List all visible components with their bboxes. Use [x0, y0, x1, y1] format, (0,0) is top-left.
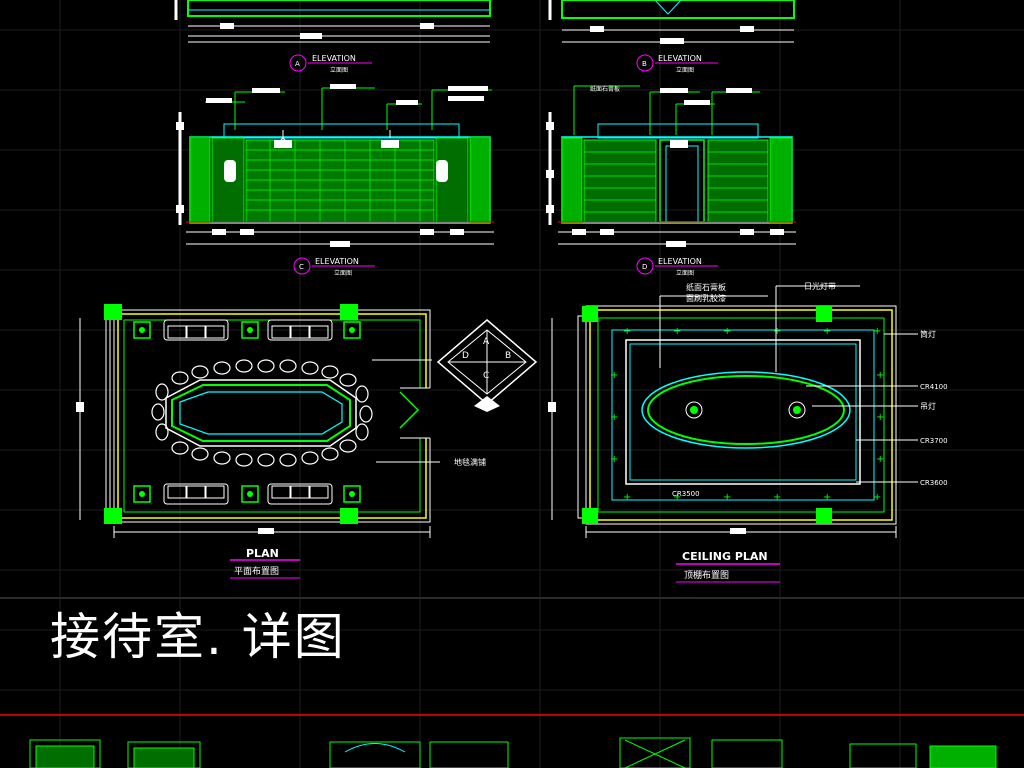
svg-text:+: +	[673, 326, 681, 337]
elevation-tag-label: ELEVATION	[658, 257, 702, 266]
elevation-tag-label: ELEVATION	[312, 54, 356, 63]
elevation-d-drawing: 纸面石膏板	[546, 85, 796, 247]
compass-symbol: A B C D	[436, 319, 538, 412]
svg-text:+: +	[623, 326, 631, 337]
svg-text:A: A	[295, 60, 300, 68]
svg-text:+: +	[610, 412, 618, 423]
ceiling-plan: + + + + + + + + + + + + + + + + + + 纸面石膏板 面刷乳胶漆 日光…	[548, 281, 948, 583]
ceiling-title-en: CEILING PLAN	[682, 550, 768, 563]
svg-text:+: +	[876, 412, 884, 423]
ceiling-note-downlight: 筒灯	[920, 329, 936, 339]
ceiling-note-pendant: 吊灯	[920, 401, 936, 411]
elevation-tag-label: ELEVATION	[658, 54, 702, 63]
ceiling-note-cr3500: CR3500	[672, 490, 700, 498]
ceiling-note-light-strip: 日光灯带	[804, 281, 836, 291]
plan-title-cn: 平面布置图	[234, 565, 279, 577]
svg-text:+: +	[823, 492, 831, 503]
elevation-tag-cn: 立面图	[676, 66, 694, 74]
svg-text:D: D	[642, 263, 647, 271]
svg-text:+: +	[873, 326, 881, 337]
compass-label-a: A	[483, 337, 490, 347]
svg-text:+: +	[610, 454, 618, 465]
elevation-d-note: 纸面石膏板	[590, 85, 620, 93]
svg-text:+: +	[823, 326, 831, 337]
drawing-title: 接待室. 详图	[50, 608, 346, 666]
ceiling-note-cr3600: CR3600	[920, 479, 948, 487]
svg-text:+: +	[623, 492, 631, 503]
compass-label-c: C	[483, 371, 489, 381]
elevation-tag-1: A ELEVATION 立面图	[289, 54, 372, 74]
ceiling-title-cn: 顶棚布置图	[684, 569, 729, 581]
elevation-a-partial	[174, 0, 491, 43]
ceiling-note-cr4100: CR4100	[920, 383, 948, 391]
elevation-tag-cn: 立面图	[330, 66, 348, 74]
bottom-thumbnails	[29, 737, 997, 768]
elevation-c-drawing	[176, 84, 494, 247]
floor-plan: 地毯满铺 PLAN 平面布置图	[76, 304, 486, 579]
svg-text:C: C	[299, 263, 304, 271]
elevation-tag-3: C ELEVATION 立面图	[293, 257, 375, 277]
compass-label-b: B	[505, 351, 511, 361]
elevation-tag-2: B ELEVATION 立面图	[636, 54, 718, 74]
svg-text:+: +	[723, 326, 731, 337]
svg-text:+: +	[673, 492, 681, 503]
elevation-tag-cn: 立面图	[676, 269, 694, 277]
plan-note: 地毯满铺	[454, 457, 486, 467]
compass-label-d: D	[462, 351, 469, 361]
ceiling-note-cr3700: CR3700	[920, 437, 948, 445]
elevation-tag-cn: 立面图	[334, 269, 352, 277]
svg-text:+: +	[876, 370, 884, 381]
svg-text:+: +	[610, 370, 618, 381]
elevation-tag-4: D ELEVATION 立面图	[636, 257, 718, 277]
svg-text:+: +	[876, 454, 884, 465]
plan-title-en: PLAN	[246, 547, 279, 560]
svg-text:B: B	[642, 60, 647, 68]
svg-text:+: +	[873, 492, 881, 503]
elevation-b-partial	[548, 0, 795, 44]
elevation-tag-label: ELEVATION	[315, 257, 359, 266]
svg-text:+: +	[773, 492, 781, 503]
svg-text:+: +	[723, 492, 731, 503]
svg-text:+: +	[773, 326, 781, 337]
ceiling-note-paint: 面刷乳胶漆	[686, 293, 726, 303]
ceiling-note-board: 纸面石膏板	[686, 282, 726, 292]
